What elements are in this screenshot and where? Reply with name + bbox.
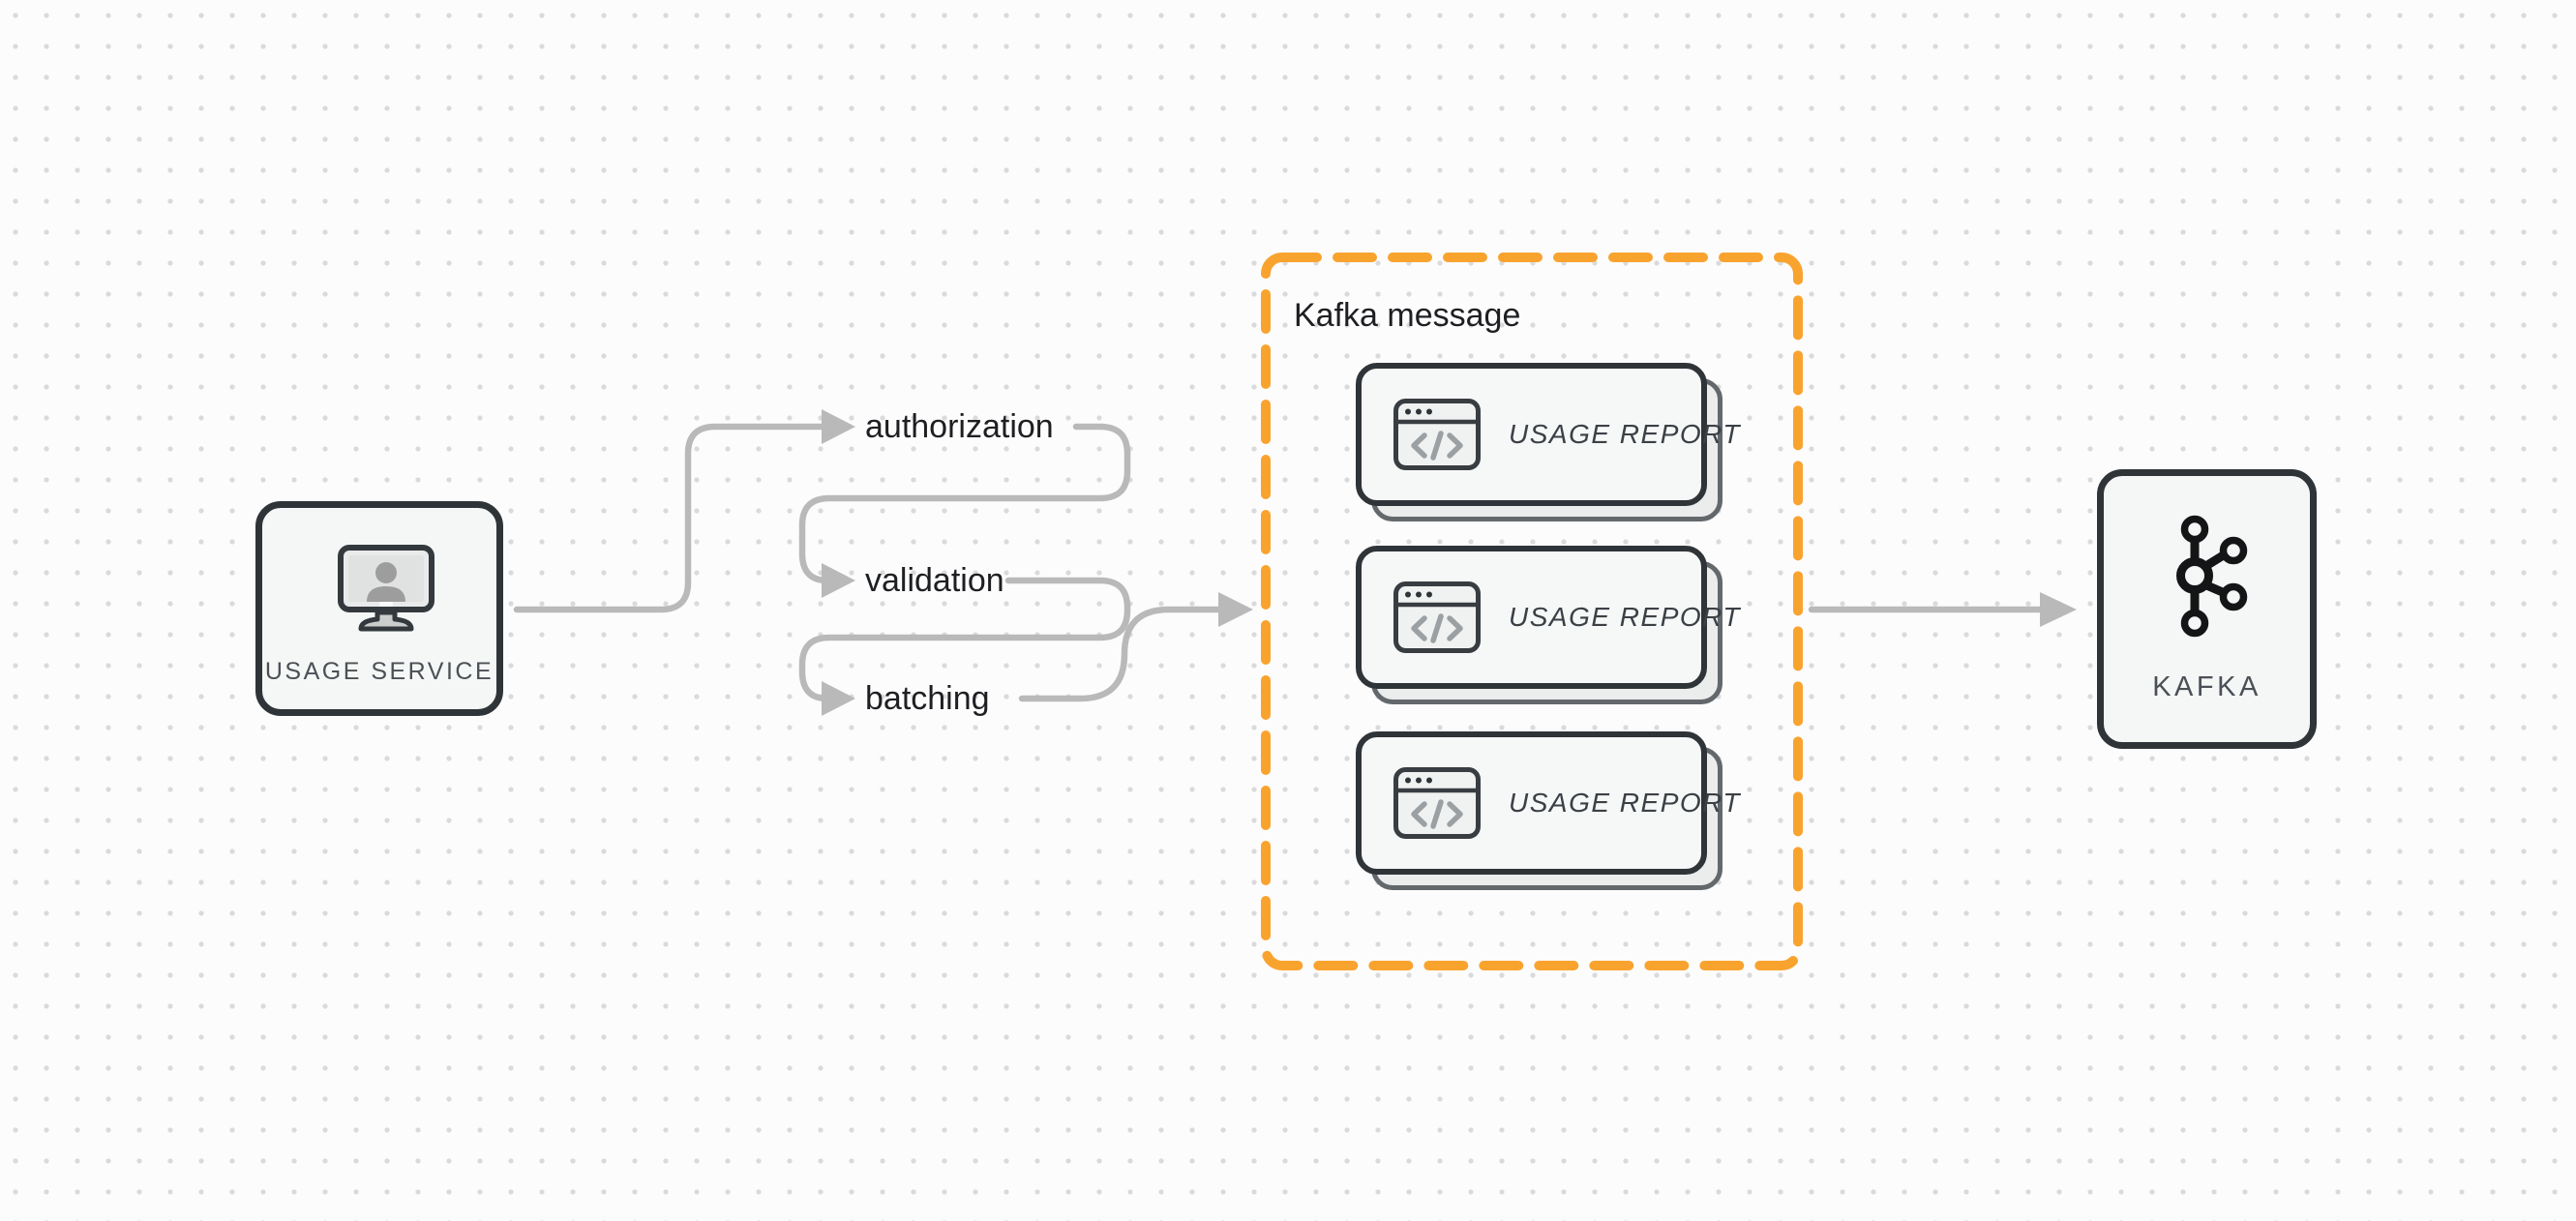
usage-report-card: USAGE REPORT	[1356, 546, 1739, 704]
arrow-batching-to-kafka-message	[1018, 606, 1221, 702]
code-window-icon	[1393, 398, 1482, 471]
kafka-message-group-title: Kafka message	[1294, 297, 1521, 334]
usage-service-label: USAGE SERVICE	[264, 658, 494, 685]
arrowhead-validation	[822, 563, 855, 598]
card-front: USAGE REPORT	[1356, 546, 1739, 689]
step-label-batching: batching	[865, 680, 990, 717]
usage-report-label: USAGE REPORT	[1509, 788, 1741, 818]
card-front: USAGE REPORT	[1356, 731, 1739, 875]
arrowhead-kafka-message	[1218, 592, 1253, 627]
usage-service-node: USAGE SERVICE	[255, 501, 503, 716]
kafka-logo-icon	[2172, 511, 2254, 639]
arrowhead-batching	[822, 681, 855, 716]
step-label-authorization: authorization	[865, 408, 1054, 445]
usage-report-card: USAGE REPORT	[1356, 731, 1739, 890]
arrow-usage-to-authorization	[513, 423, 825, 613]
kafka-message-boundary	[1261, 253, 1803, 970]
step-label-validation: validation	[865, 562, 1004, 599]
usage-report-label: USAGE REPORT	[1509, 419, 1741, 449]
kafka-node: KAFKA	[2097, 469, 2317, 749]
arrow-authorization-to-validation	[798, 423, 1131, 584]
usage-report-card: USAGE REPORT	[1356, 363, 1739, 521]
code-window-icon	[1393, 581, 1482, 654]
arrowhead-authorization	[822, 409, 855, 444]
monitor-user-icon	[336, 543, 436, 640]
kafka-label: KAFKA	[2152, 671, 2261, 702]
card-front: USAGE REPORT	[1356, 363, 1739, 506]
arrowhead-kafka	[2040, 592, 2077, 627]
code-window-icon	[1393, 766, 1482, 840]
usage-report-label: USAGE REPORT	[1509, 602, 1741, 632]
arrow-validation-to-batching	[798, 577, 1131, 702]
